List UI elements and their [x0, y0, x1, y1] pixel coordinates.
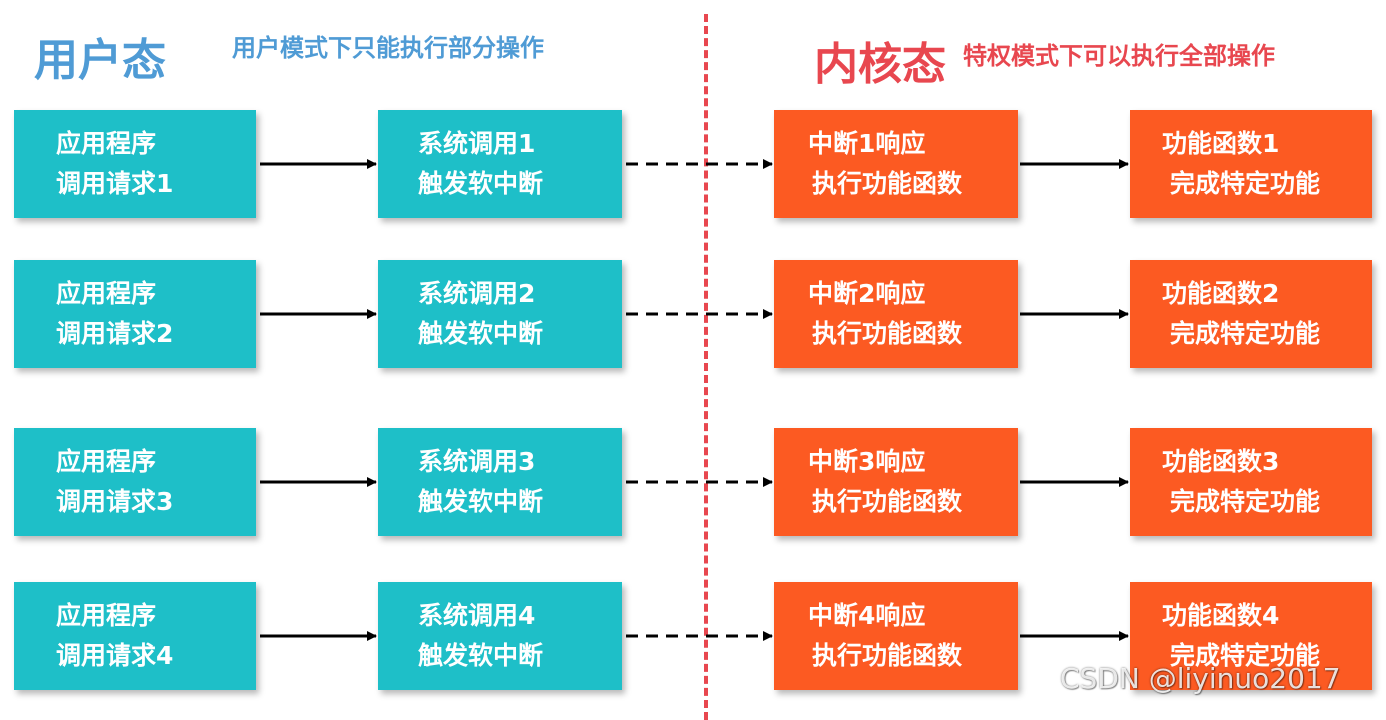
interrupt-box-3-line-2: 执行功能函数	[812, 487, 963, 516]
interrupt-box-4-line-1: 中断4响应	[808, 601, 926, 630]
function-box-1-line-2: 完成特定功能	[1170, 169, 1321, 198]
mode-divider-line	[704, 14, 708, 720]
kernel-mode-subtitle: 特权模式下可以执行全部操作	[963, 42, 1275, 70]
syscall-box-1-line-2: 触发软中断	[418, 169, 544, 198]
function-box-3-line-1: 功能函数3	[1162, 447, 1280, 476]
function-box-4-line-2: 完成特定功能	[1170, 641, 1321, 670]
app-box-4-line-2: 调用请求4	[56, 641, 174, 670]
app-box-1: 应用程序调用请求1	[14, 110, 256, 218]
app-box-2-line-1: 应用程序	[56, 279, 157, 308]
user-mode-subtitle: 用户模式下只能执行部分操作	[232, 34, 544, 62]
syscall-box-3: 系统调用3 触发软中断	[378, 428, 622, 536]
app-box-2-line-2: 调用请求2	[56, 319, 174, 348]
function-box-3: 功能函数3 完成特定功能	[1130, 428, 1372, 536]
syscall-box-3-line-2: 触发软中断	[418, 487, 544, 516]
function-box-2: 功能函数2 完成特定功能	[1130, 260, 1372, 368]
function-box-3-line-2: 完成特定功能	[1170, 487, 1321, 516]
syscall-box-4-line-2: 触发软中断	[418, 641, 544, 670]
syscall-box-4-line-1: 系统调用4	[418, 601, 536, 630]
function-box-2-line-2: 完成特定功能	[1170, 319, 1321, 348]
app-box-3-line-1: 应用程序	[56, 447, 157, 476]
interrupt-box-3-line-1: 中断3响应	[808, 447, 926, 476]
app-box-2: 应用程序调用请求2	[14, 260, 256, 368]
syscall-box-2: 系统调用2 触发软中断	[378, 260, 622, 368]
interrupt-box-1-line-1: 中断1响应	[808, 129, 926, 158]
syscall-box-2-line-1: 系统调用2	[418, 279, 536, 308]
interrupt-box-3: 中断3响应执行功能函数	[774, 428, 1018, 536]
interrupt-box-4: 中断4响应执行功能函数	[774, 582, 1018, 690]
interrupt-box-2-line-1: 中断2响应	[808, 279, 926, 308]
app-box-1-line-1: 应用程序	[56, 129, 157, 158]
function-box-4: 功能函数4 完成特定功能	[1130, 582, 1372, 690]
function-box-4-line-1: 功能函数4	[1162, 601, 1280, 630]
interrupt-box-1-line-2: 执行功能函数	[812, 169, 963, 198]
syscall-box-1-line-1: 系统调用1	[418, 129, 536, 158]
function-box-2-line-1: 功能函数2	[1162, 279, 1280, 308]
app-box-1-line-2: 调用请求1	[56, 169, 174, 198]
interrupt-box-2-line-2: 执行功能函数	[812, 319, 963, 348]
syscall-box-1: 系统调用1 触发软中断	[378, 110, 622, 218]
syscall-box-2-line-2: 触发软中断	[418, 319, 544, 348]
interrupt-box-1: 中断1响应执行功能函数	[774, 110, 1018, 218]
app-box-3: 应用程序调用请求3	[14, 428, 256, 536]
app-box-4: 应用程序调用请求4	[14, 582, 256, 690]
syscall-box-4: 系统调用4 触发软中断	[378, 582, 622, 690]
function-box-1-line-1: 功能函数1	[1162, 129, 1280, 158]
watermark: CSDN @liyinuo2017	[1060, 662, 1341, 695]
syscall-box-3-line-1: 系统调用3	[418, 447, 536, 476]
function-box-1: 功能函数1 完成特定功能	[1130, 110, 1372, 218]
interrupt-box-4-line-2: 执行功能函数	[812, 641, 963, 670]
app-box-3-line-2: 调用请求3	[56, 487, 174, 516]
user-mode-title: 用户态	[34, 35, 166, 86]
kernel-mode-title: 内核态	[814, 39, 946, 90]
app-box-4-line-1: 应用程序	[56, 601, 157, 630]
interrupt-box-2: 中断2响应执行功能函数	[774, 260, 1018, 368]
